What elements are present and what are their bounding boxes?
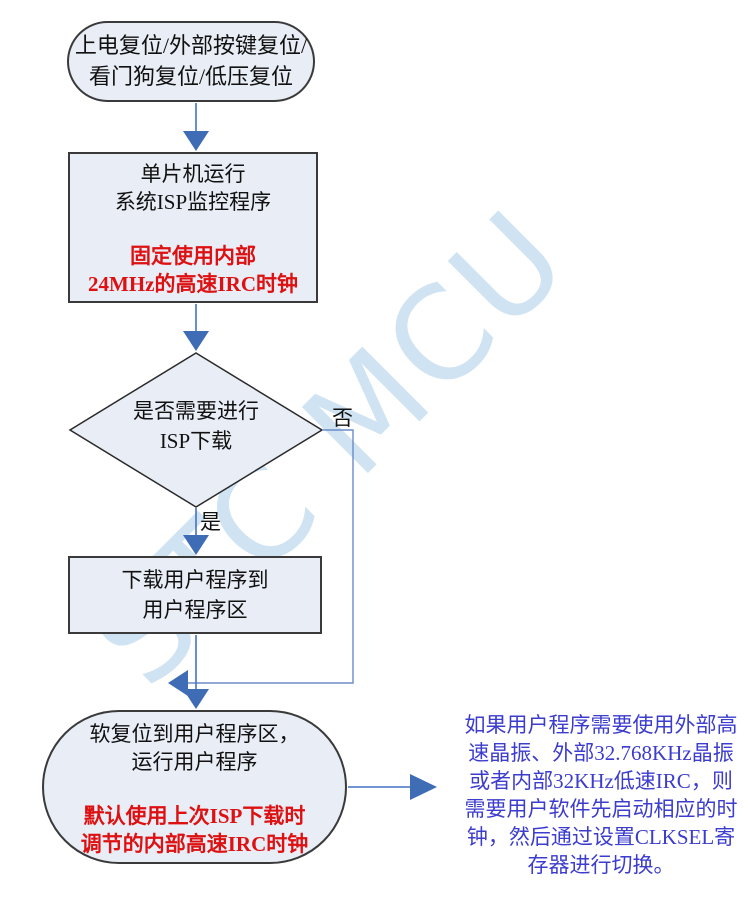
note-line: 需要用户软件先启动相应的时 [464, 797, 738, 821]
no-loop-line [188, 429, 354, 684]
decision-diamond [68, 352, 324, 508]
decision-node-text: 是否需要进行 ISP下载 [96, 396, 296, 456]
isp-monitor-line: 单片机运行 [140, 162, 246, 186]
decision-line: 是否需要进行 [133, 399, 259, 423]
decision-line: ISP下载 [159, 429, 233, 453]
note-line: 存器进行切换。 [527, 853, 675, 877]
no-branch-label: 否 [332, 406, 353, 430]
download-node: 下载用户程序到 用户程序区 [68, 556, 322, 634]
note-line: 如果用户程序需要使用外部高 [464, 713, 738, 737]
arrowhead-down-icon [183, 689, 209, 709]
note-line: 钟，然后通过设置CLKSEL寄 [466, 825, 736, 849]
isp-monitor-node: 单片机运行 系统ISP监控程序 固定使用内部 24MHz的高速IRC时钟 [68, 152, 318, 303]
arrowhead-left-icon [168, 670, 188, 696]
note-line: 或者内部32KHz低速IRC，则 [469, 769, 733, 793]
isp-monitor-red-line: 24MHz的高速IRC时钟 [88, 272, 298, 296]
start-node: 上电复位/外部按键复位/ 看门狗复位/低压复位 [67, 21, 315, 102]
soft-reset-red-line: 调节的内部高速IRC时钟 [80, 832, 309, 856]
start-line: 看门狗复位/低压复位 [88, 64, 294, 89]
yes-branch-label: 是 [200, 510, 221, 534]
arrowhead-down-icon [183, 131, 209, 151]
isp-monitor-line: 系统ISP监控程序 [114, 190, 272, 214]
arrowhead-down-icon [183, 331, 209, 351]
isp-monitor-red-line: 固定使用内部 [130, 244, 256, 268]
note-line: 速晶振、外部32.768KHz晶振 [468, 741, 734, 765]
soft-reset-red-line: 默认使用上次ISP下载时 [83, 804, 306, 828]
start-line: 上电复位/外部按键复位/ [74, 33, 308, 58]
note-text: 如果用户程序需要使用外部高 速晶振、外部32.768KHz晶振 或者内部32KH… [452, 711, 750, 879]
arrowhead-down-icon [183, 535, 209, 555]
soft-reset-line: 软复位到用户程序区， [89, 722, 300, 746]
soft-reset-line: 运行用户程序 [131, 750, 258, 774]
download-line: 用户程序区 [142, 598, 248, 622]
arrowhead-right-icon [410, 774, 437, 800]
soft-reset-node: 软复位到用户程序区， 运行用户程序 默认使用上次ISP下载时 调节的内部高速IR… [42, 710, 347, 864]
download-line: 下载用户程序到 [121, 568, 269, 592]
